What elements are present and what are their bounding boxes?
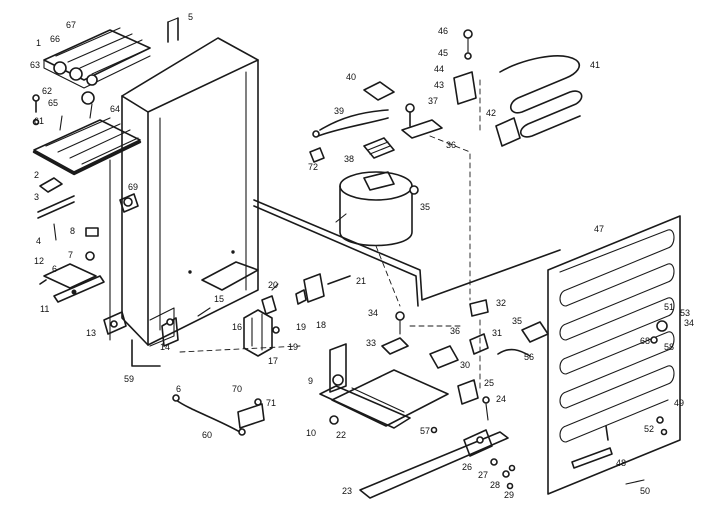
label-33: 33 <box>366 338 376 348</box>
bottom-left-parts <box>161 307 265 436</box>
label-21: 21 <box>356 276 366 286</box>
label-59: 59 <box>124 374 134 384</box>
label-35: 35 <box>420 202 430 212</box>
label-7: 7 <box>68 250 73 260</box>
label-35b: 35 <box>512 316 522 326</box>
label-36: 36 <box>450 326 460 336</box>
label-11: 11 <box>40 304 49 314</box>
label-67: 67 <box>66 20 76 30</box>
label-27: 27 <box>478 470 488 480</box>
label-36b: 36 <box>446 140 456 150</box>
label-16: 16 <box>232 322 242 332</box>
label-57: 57 <box>420 426 430 436</box>
label-26: 26 <box>462 462 472 472</box>
label-2: 2 <box>34 170 39 180</box>
label-46: 46 <box>438 26 448 36</box>
label-31: 31 <box>492 328 502 338</box>
label-45: 45 <box>438 48 448 58</box>
label-42: 42 <box>486 108 496 118</box>
label-15: 15 <box>214 294 224 304</box>
label-30: 30 <box>460 360 470 370</box>
label-23: 23 <box>342 486 352 496</box>
label-14: 14 <box>160 342 170 352</box>
label-39: 39 <box>334 106 344 116</box>
condenser-coil <box>547 215 681 495</box>
label-68: 68 <box>640 336 650 346</box>
refrigerant-lines <box>253 199 561 357</box>
label-49: 49 <box>674 398 684 408</box>
label-51: 51 <box>664 302 674 312</box>
base-rail <box>359 429 516 499</box>
label-53: 53 <box>680 308 690 318</box>
label-43: 43 <box>434 80 444 90</box>
label-47: 47 <box>594 224 604 234</box>
label-62: 62 <box>42 86 52 96</box>
label-44: 44 <box>434 64 444 74</box>
label-6b: 6 <box>176 384 181 394</box>
lower-shelf <box>32 91 142 176</box>
label-50: 50 <box>640 486 650 496</box>
cabinet <box>109 17 259 347</box>
label-22: 22 <box>336 430 346 440</box>
control-bracket <box>243 273 351 357</box>
upper-shelf <box>43 27 151 89</box>
compressor <box>335 171 419 247</box>
label-58: 58 <box>664 342 674 352</box>
left-hardware <box>32 94 161 367</box>
label-19: 19 <box>296 322 306 332</box>
label-3: 3 <box>34 192 39 202</box>
label-71: 71 <box>266 398 276 408</box>
label-17: 17 <box>268 356 278 366</box>
label-34: 34 <box>368 308 378 318</box>
label-13: 13 <box>86 328 96 338</box>
relay-and-wires <box>309 81 443 163</box>
evaporator-coil <box>453 29 583 147</box>
label-72: 72 <box>308 162 318 172</box>
label-34b: 34 <box>684 318 694 328</box>
label-48: 48 <box>616 458 626 468</box>
label-9: 9 <box>308 376 313 386</box>
label-64: 64 <box>110 104 120 114</box>
label-1: 1 <box>36 38 41 48</box>
label-25: 25 <box>484 378 494 388</box>
label-38: 38 <box>344 154 354 164</box>
label-65: 65 <box>48 98 58 108</box>
label-8: 8 <box>70 226 75 236</box>
label-10: 10 <box>306 428 316 438</box>
label-60: 60 <box>202 430 212 440</box>
label-4: 4 <box>36 236 41 246</box>
label-37: 37 <box>428 96 438 106</box>
base-frame <box>319 311 490 434</box>
label-32: 32 <box>496 298 506 308</box>
label-5: 5 <box>188 12 193 22</box>
leader-lines <box>179 79 481 391</box>
label-56: 56 <box>524 352 534 362</box>
label-66: 66 <box>50 34 60 44</box>
label-18: 18 <box>316 320 326 330</box>
label-12: 12 <box>34 256 44 266</box>
label-69: 69 <box>128 182 138 192</box>
label-19b: 19 <box>288 342 298 352</box>
label-41: 41 <box>590 60 600 70</box>
label-63: 63 <box>30 60 40 70</box>
part-number-labels: 67 66 1 63 62 65 64 61 2 3 4 8 7 12 6 11… <box>30 12 694 500</box>
label-52: 52 <box>644 424 654 434</box>
label-61: 61 <box>34 116 44 126</box>
label-40: 40 <box>346 72 356 82</box>
label-24: 24 <box>496 394 506 404</box>
label-70: 70 <box>232 384 242 394</box>
label-29: 29 <box>504 490 514 500</box>
label-6: 6 <box>52 264 57 274</box>
label-20: 20 <box>268 280 278 290</box>
label-28: 28 <box>490 480 500 490</box>
